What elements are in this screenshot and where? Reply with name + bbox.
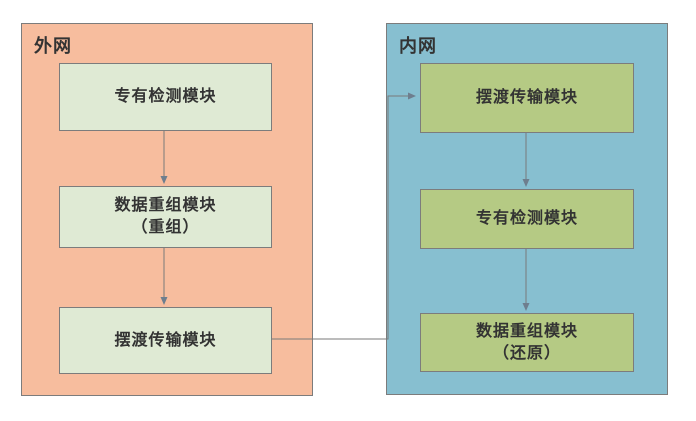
node-label: 专有检测模块 [475,210,578,227]
node-label: 摆渡传输模块 [114,331,217,349]
node-external-ferry-transfer-module: 摆渡传输模块 [59,307,272,374]
node-external-data-reorg-module: 数据重组模块 （重组） [59,186,272,248]
node-label: 数据重组模块 [475,322,578,340]
node-label: 数据重组模块 [114,197,217,214]
internal-network-label: 内网 [399,36,437,56]
internal-network-panel: 内网 摆渡传输模块 专有检测模块 数据重组模块 （还原） [386,23,668,395]
external-network-panel: 外网 专有检测模块 数据重组模块 （重组） 摆渡传输模块 [21,23,313,396]
node-internal-ferry-transfer-module: 摆渡传输模块 [420,63,634,133]
external-network-label: 外网 [34,36,72,56]
node-sublabel: （重组） [131,219,200,236]
node-label: 专有检测模块 [114,88,217,105]
node-sublabel: （还原） [492,344,561,362]
node-external-detection-module: 专有检测模块 [59,63,272,131]
node-internal-detection-module: 专有检测模块 [420,189,634,249]
node-internal-data-restore-module: 数据重组模块 （还原） [420,313,634,372]
node-label: 摆渡传输模块 [475,89,578,106]
